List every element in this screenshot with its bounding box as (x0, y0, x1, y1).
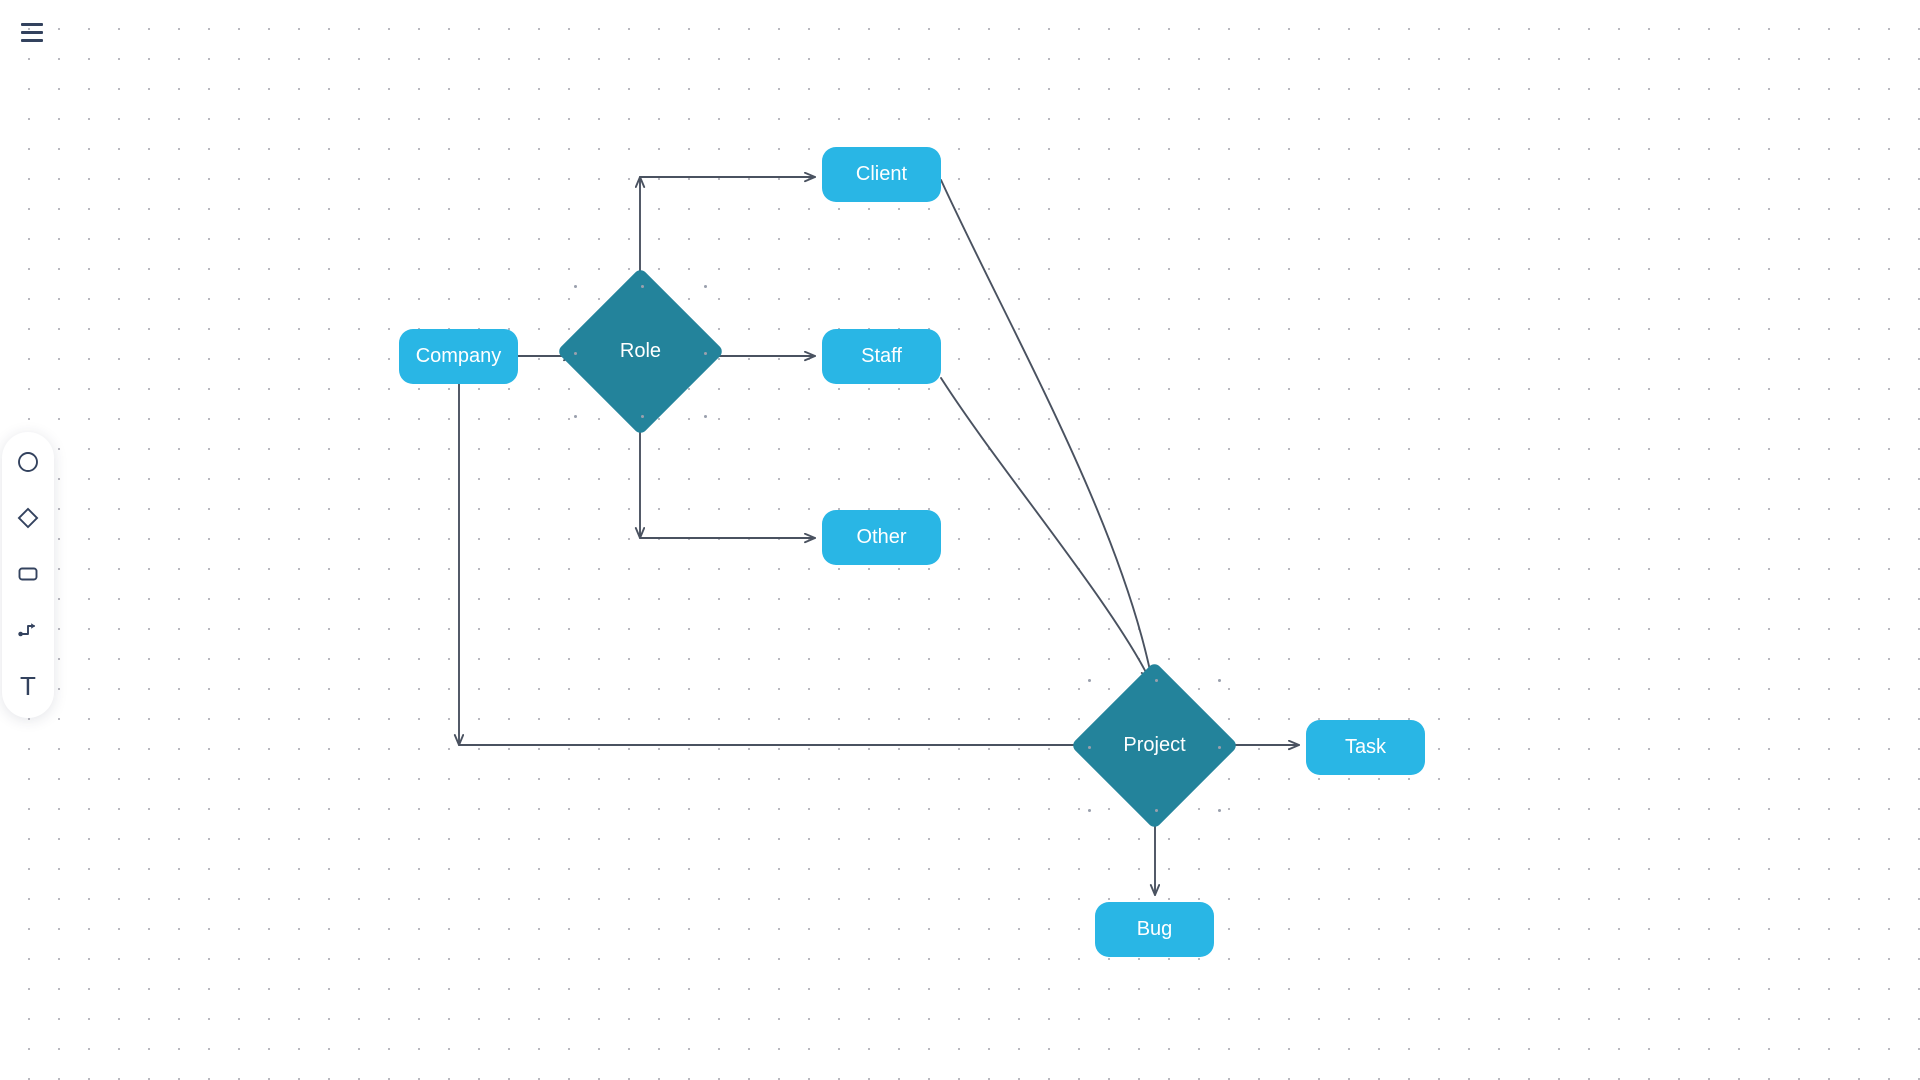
node-label: Staff (861, 345, 902, 367)
rectangle-icon (16, 562, 40, 586)
tool-text[interactable]: T (8, 666, 48, 706)
circle-icon (16, 450, 40, 474)
node-task[interactable]: Task (1306, 720, 1425, 775)
node-staff[interactable]: Staff (822, 329, 941, 384)
node-label: Company (415, 345, 502, 367)
node-label: Client (855, 163, 908, 185)
tool-ellipse[interactable] (8, 442, 48, 482)
node-label: Role (619, 340, 662, 362)
hamburger-menu-icon[interactable] (12, 12, 52, 52)
tool-rectangle[interactable] (8, 554, 48, 594)
diamond-icon (16, 506, 40, 530)
node-other[interactable]: Other (822, 510, 941, 565)
node-company[interactable]: Company (399, 329, 518, 384)
edge-staff-project (940, 377, 1151, 681)
menu-bar-2 (21, 30, 43, 34)
tool-connector[interactable] (8, 610, 48, 650)
node-project[interactable]: Project (1070, 661, 1239, 830)
text-icon: T (20, 671, 36, 701)
edge-client-project (940, 179, 1156, 681)
tool-diamond[interactable] (8, 498, 48, 538)
node-label: Bug (1136, 918, 1173, 940)
connector-icon (16, 618, 40, 642)
menu-bar-3 (21, 38, 43, 42)
node-label: Project (1123, 734, 1186, 756)
menu-bar-1 (21, 22, 43, 26)
node-label: Task (1344, 736, 1387, 758)
node-bug[interactable]: Bug (1095, 902, 1214, 957)
node-label: Other (856, 526, 907, 548)
node-client[interactable]: Client (822, 147, 941, 202)
node-role[interactable]: Role (556, 267, 725, 436)
tool-palette: T (2, 432, 54, 718)
